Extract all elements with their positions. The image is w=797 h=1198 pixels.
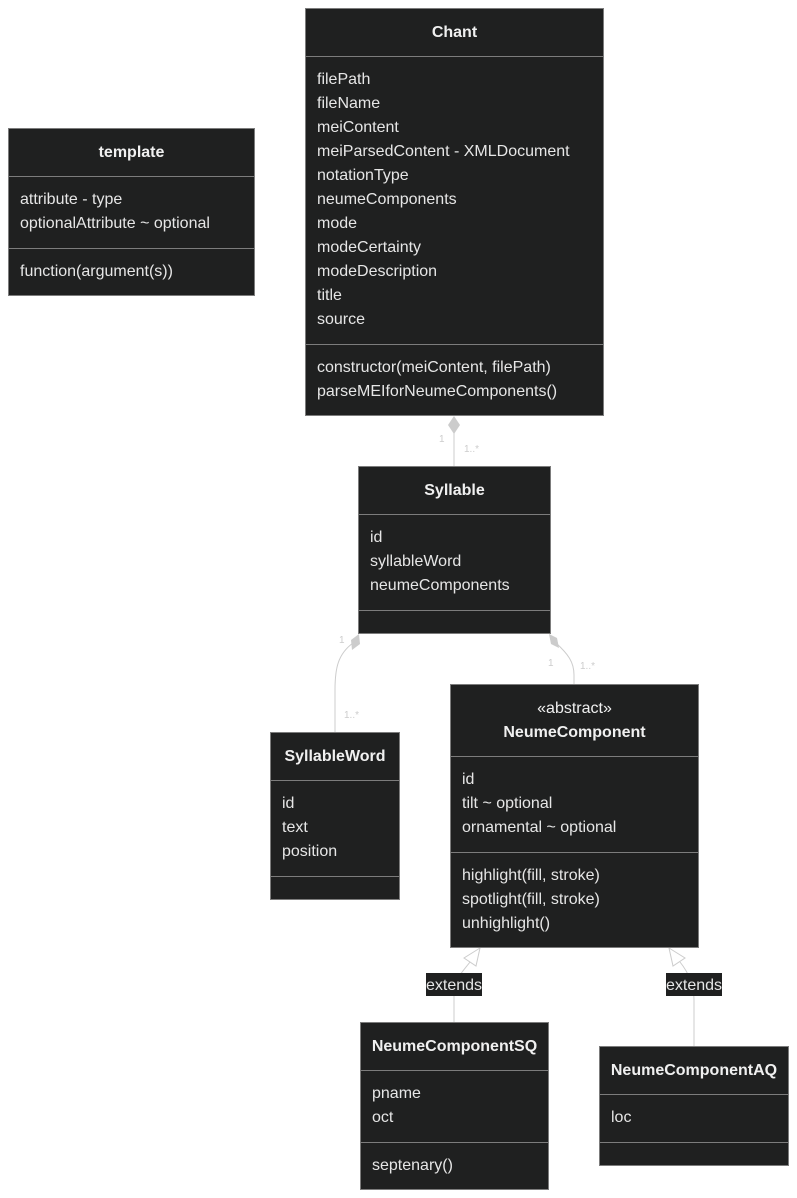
attribute: title — [317, 287, 342, 304]
methods-section — [600, 1143, 788, 1154]
methods-section: highlight(fill, stroke) spotlight(fill, … — [451, 853, 698, 936]
aq-extends-label: extends — [666, 977, 722, 994]
class-header: Syllable — [359, 467, 550, 515]
attributes-section: pname oct — [361, 1071, 548, 1143]
attribute: attribute - type — [20, 191, 123, 208]
methods-section — [359, 611, 550, 622]
syllable-neume-line — [555, 642, 575, 684]
sq-extends-label: extends — [426, 977, 482, 994]
method: spotlight(fill, stroke) — [462, 891, 600, 908]
attribute: filePath — [317, 71, 371, 88]
syllable-word-source-mult: 1 — [339, 635, 345, 646]
syllable-word-target-mult: 1..* — [344, 710, 359, 721]
attribute: id — [462, 771, 475, 788]
method: highlight(fill, stroke) — [462, 867, 600, 884]
chant-syllable-target-mult: 1..* — [464, 444, 479, 455]
class-neume-component-sq[interactable]: NeumeComponentSQ pname oct septenary() — [360, 1022, 549, 1190]
attribute: neumeComponents — [317, 191, 457, 208]
attribute: text — [282, 819, 308, 836]
method: constructor(meiContent, filePath) — [317, 359, 551, 376]
attribute: optionalAttribute ~ optional — [20, 215, 210, 232]
attribute: ornamental ~ optional — [462, 819, 617, 836]
composition-diamond-icon — [448, 416, 460, 434]
class-neume-component[interactable]: «abstract» NeumeComponent id tilt ~ opti… — [450, 684, 699, 948]
methods-section: septenary() — [361, 1143, 548, 1178]
method: parseMEIforNeumeComponents() — [317, 383, 558, 400]
attributes-section: attribute - type optionalAttribute ~ opt… — [9, 177, 254, 249]
class-stereotype: «abstract» — [537, 699, 612, 717]
method: function(argument(s)) — [20, 263, 173, 280]
methods-section — [271, 877, 399, 888]
class-header: SyllableWord — [271, 733, 399, 781]
class-header: «abstract» NeumeComponent — [451, 685, 698, 757]
syllable-neume-source-mult: 1 — [548, 658, 554, 669]
method: unhighlight() — [462, 915, 551, 932]
aq-extends-label-bg — [666, 973, 722, 996]
class-name: SyllableWord — [284, 747, 386, 765]
chant-syllable-source-mult: 1 — [439, 434, 445, 445]
attribute: loc — [611, 1109, 632, 1126]
class-name: Syllable — [424, 481, 485, 499]
method: septenary() — [372, 1157, 453, 1174]
class-name: Chant — [431, 23, 478, 41]
class-name: NeumeComponentAQ — [610, 1061, 778, 1079]
attribute: tilt ~ optional — [462, 795, 553, 812]
class-name: NeumeComponentSQ — [371, 1037, 538, 1055]
sq-extends-label-bg — [426, 973, 482, 996]
attribute: fileName — [317, 95, 381, 112]
class-syllable-word[interactable]: SyllableWord id text position — [270, 732, 400, 900]
attributes-section: loc — [600, 1095, 788, 1143]
attribute: id — [282, 795, 295, 812]
class-chant[interactable]: Chant filePath fileName meiContent meiPa… — [305, 8, 604, 416]
inheritance-triangle-icon — [463, 946, 481, 967]
syllable-word-line — [334, 642, 354, 732]
attribute: source — [317, 311, 366, 328]
composition-diamond-icon — [351, 634, 360, 650]
attribute: meiContent — [317, 119, 399, 136]
attribute: modeDescription — [317, 263, 438, 280]
attribute: neumeComponents — [370, 577, 510, 594]
class-syllable[interactable]: Syllable id syllableWord neumeComponents — [358, 466, 551, 634]
class-header: Chant — [306, 9, 603, 57]
methods-section: constructor(meiContent, filePath) parseM… — [306, 345, 603, 404]
attribute: syllableWord — [370, 553, 462, 570]
attribute: id — [370, 529, 383, 546]
attribute: mode — [317, 215, 358, 232]
attribute: pname — [372, 1085, 421, 1102]
attributes-section: id syllableWord neumeComponents — [359, 515, 550, 611]
class-header: NeumeComponentAQ — [600, 1047, 788, 1095]
syllable-neume-target-mult: 1..* — [580, 661, 595, 672]
attribute: modeCertainty — [317, 239, 422, 256]
attribute: position — [282, 843, 338, 860]
class-header: NeumeComponentSQ — [361, 1023, 548, 1071]
composition-diamond-icon — [549, 634, 559, 648]
attributes-section: id tilt ~ optional ornamental ~ optional — [451, 757, 698, 853]
attribute: oct — [372, 1109, 394, 1126]
attribute: notationType — [317, 167, 409, 184]
class-name: NeumeComponent — [503, 723, 646, 741]
attributes-section: id text position — [271, 781, 399, 877]
class-template[interactable]: template attribute - type optionalAttrib… — [8, 128, 255, 296]
methods-section: function(argument(s)) — [9, 249, 254, 284]
class-name: template — [98, 143, 165, 161]
attribute: meiParsedContent - XMLDocument — [317, 143, 570, 160]
class-header: template — [9, 129, 254, 177]
class-neume-component-aq[interactable]: NeumeComponentAQ loc — [599, 1046, 789, 1166]
inheritance-triangle-icon — [668, 946, 686, 967]
attributes-section: filePath fileName meiContent meiParsedCo… — [306, 57, 603, 345]
